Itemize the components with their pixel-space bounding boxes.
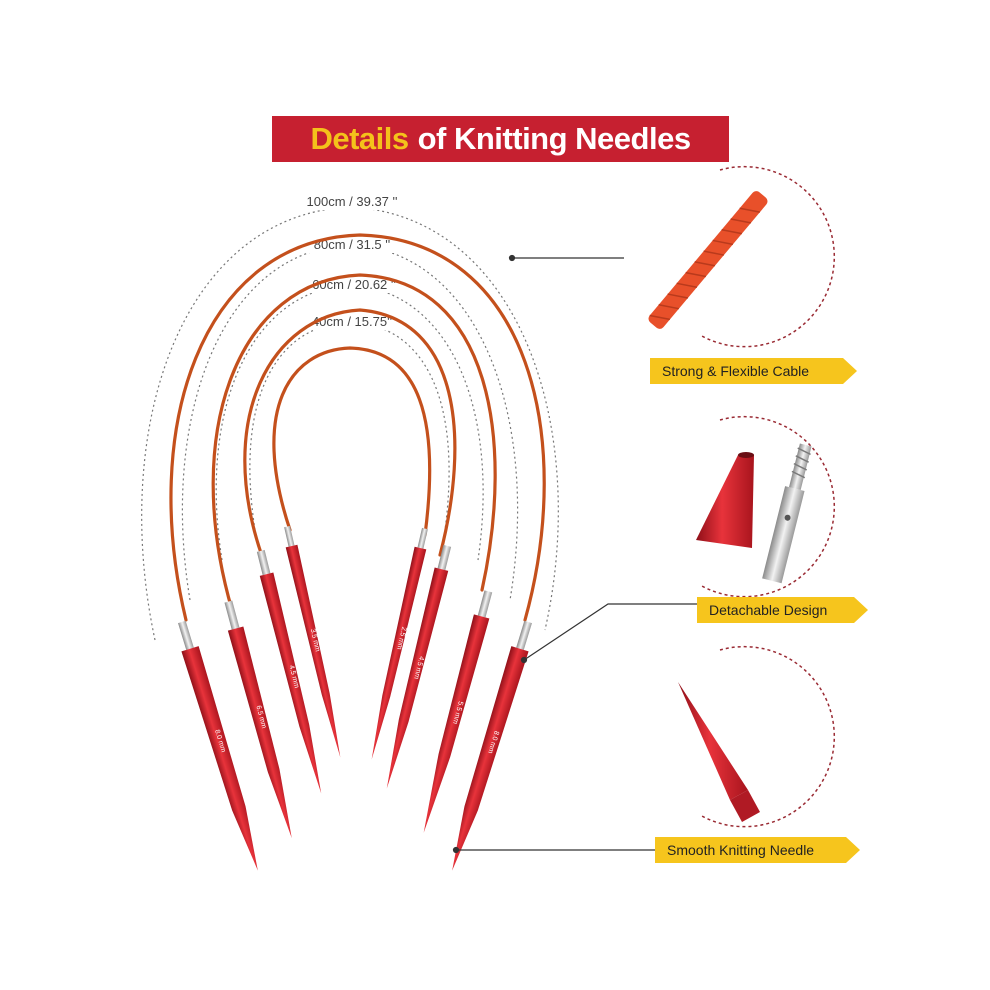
title-rest: of Knitting Needles (417, 121, 691, 156)
length-arc-80 (181, 244, 519, 601)
needle-group-right: 8.0 mm 5.5 mm 4.5 mm 2.5 mm (371, 527, 532, 871)
length-arc-100 (141, 206, 559, 641)
feature-tag-detachable-label: Detachable Design (709, 602, 828, 618)
leader-line-detachable (523, 603, 700, 661)
cable-60 (243, 308, 457, 558)
cable-100 (169, 233, 546, 622)
cable-80 (211, 273, 497, 612)
detail-circle-tip (678, 645, 836, 828)
length-label-80: 80cm / 31.5 '' (314, 237, 391, 252)
feature-tag-needle: Smooth Knitting Needle (655, 837, 860, 863)
needle-group-left: 8.0 mm 6.5 mm 4.5 mm 3.5 mm (178, 525, 341, 871)
cable-40 (272, 346, 432, 537)
length-label-40: 40cm / 15.75'' (312, 314, 392, 329)
detail-circle-cable (648, 165, 836, 348)
detail-circle-detachable (696, 415, 836, 598)
feature-tag-cable: Strong & Flexible Cable (650, 358, 857, 384)
length-label-100: 100cm / 39.37 '' (307, 194, 398, 209)
title-banner: Details of Knitting Needles (272, 116, 729, 162)
feature-tag-cable-label: Strong & Flexible Cable (662, 363, 810, 379)
length-label-60: 60cm / 20.62 '' (312, 277, 396, 292)
feature-tag-detachable: Detachable Design (697, 597, 868, 623)
feature-tag-needle-label: Smooth Knitting Needle (667, 842, 815, 858)
title-accent: Details (310, 121, 409, 156)
